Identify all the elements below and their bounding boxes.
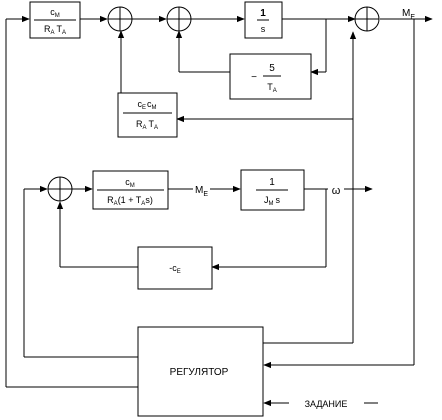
block-inertia-numerator: 1 xyxy=(269,177,275,188)
block-minus5-over-ta: − 5 TA xyxy=(229,53,312,100)
block-minus5-numerator: 5 xyxy=(269,63,275,74)
signal-torque-mid: ME xyxy=(195,185,208,198)
summing-junction-4 xyxy=(47,176,73,202)
summing-junction-1 xyxy=(107,6,133,32)
controller-label: РЕГУЛЯТОР xyxy=(170,367,229,378)
block-cecm-numerator: cEcM xyxy=(137,99,156,111)
block-cm-numerator: cM xyxy=(50,7,60,19)
signal-omega: ω xyxy=(332,185,341,197)
block-minus-ce-label: -cE xyxy=(169,263,181,275)
block-minus5-denominator: TA xyxy=(267,82,277,94)
summing-junction-3 xyxy=(354,6,380,32)
block-minus5-sign: − xyxy=(251,72,257,83)
summing-junction-2 xyxy=(166,6,192,32)
block-lag-denominator: RA(1 + TAs) xyxy=(107,195,153,207)
block-minus-ce: -cE xyxy=(137,246,213,290)
lower-loop-wires xyxy=(6,185,378,407)
controller-block: РЕГУЛЯТОР xyxy=(137,326,264,417)
signal-setpoint: ЗАДАНИЕ xyxy=(305,399,348,409)
block-lag-numerator: cM xyxy=(125,177,135,189)
integrator-denominator: s xyxy=(261,24,266,34)
signal-torque-top: ME xyxy=(402,8,415,21)
block-cm-over-ra-lag: cM RA(1 + TAs) xyxy=(92,170,169,210)
integrator-numerator: 1 xyxy=(260,8,266,19)
block-integrator: 1 s xyxy=(244,1,283,39)
